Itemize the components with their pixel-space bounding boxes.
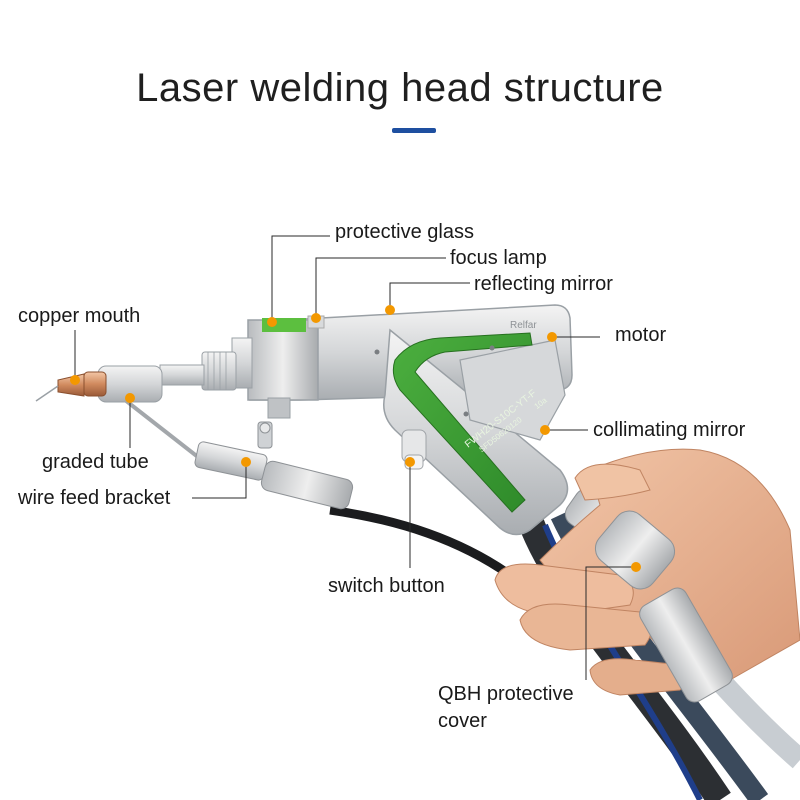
label-wire-feed-bracket: wire feed bracket — [18, 487, 171, 509]
label-qbh-line2: cover — [438, 710, 487, 732]
dot-switch-button — [405, 457, 415, 467]
page-title: Laser welding head structure — [136, 66, 664, 110]
operator-hand — [494, 448, 800, 696]
label-motor: motor — [615, 324, 667, 346]
dot-collimating-mirror — [540, 425, 550, 435]
label-collimating-mirror: collimating mirror — [593, 419, 746, 441]
label-qbh-line1: QBH protective — [438, 683, 574, 705]
nozzle-assembly — [35, 337, 253, 403]
label-focus-lamp: focus lamp — [450, 247, 547, 269]
label-switch-button: switch button — [328, 575, 445, 597]
dot-reflecting-mirror — [385, 305, 395, 315]
dot-wire-feed-bracket — [241, 457, 251, 467]
label-protective-glass: protective glass — [335, 221, 474, 243]
leader-lines — [74, 235, 636, 680]
leader-wire-feed-bracket — [192, 462, 247, 499]
label-copper-mouth: copper mouth — [18, 305, 141, 327]
leader-focus-lamp — [315, 257, 446, 318]
wire-feed-assembly — [123, 398, 354, 510]
label-graded-tube: graded tube — [42, 451, 149, 473]
device-brand-text: Relfar — [510, 320, 537, 331]
dot-qbh-cover — [631, 562, 641, 572]
dot-protective-glass — [267, 317, 277, 327]
leader-reflecting-mirror — [389, 282, 470, 310]
welding-head-body — [247, 304, 637, 553]
label-reflecting-mirror: reflecting mirror — [474, 273, 613, 295]
dot-graded-tube — [125, 393, 135, 403]
dot-focus-lamp — [311, 313, 321, 323]
leader-qbh-cover — [585, 566, 636, 680]
qbh-cover — [594, 510, 733, 703]
dot-copper-mouth — [70, 375, 80, 385]
title-underline — [392, 128, 436, 133]
marker-dots — [70, 305, 641, 572]
leader-protective-glass — [271, 235, 330, 322]
dot-motor — [547, 332, 557, 342]
